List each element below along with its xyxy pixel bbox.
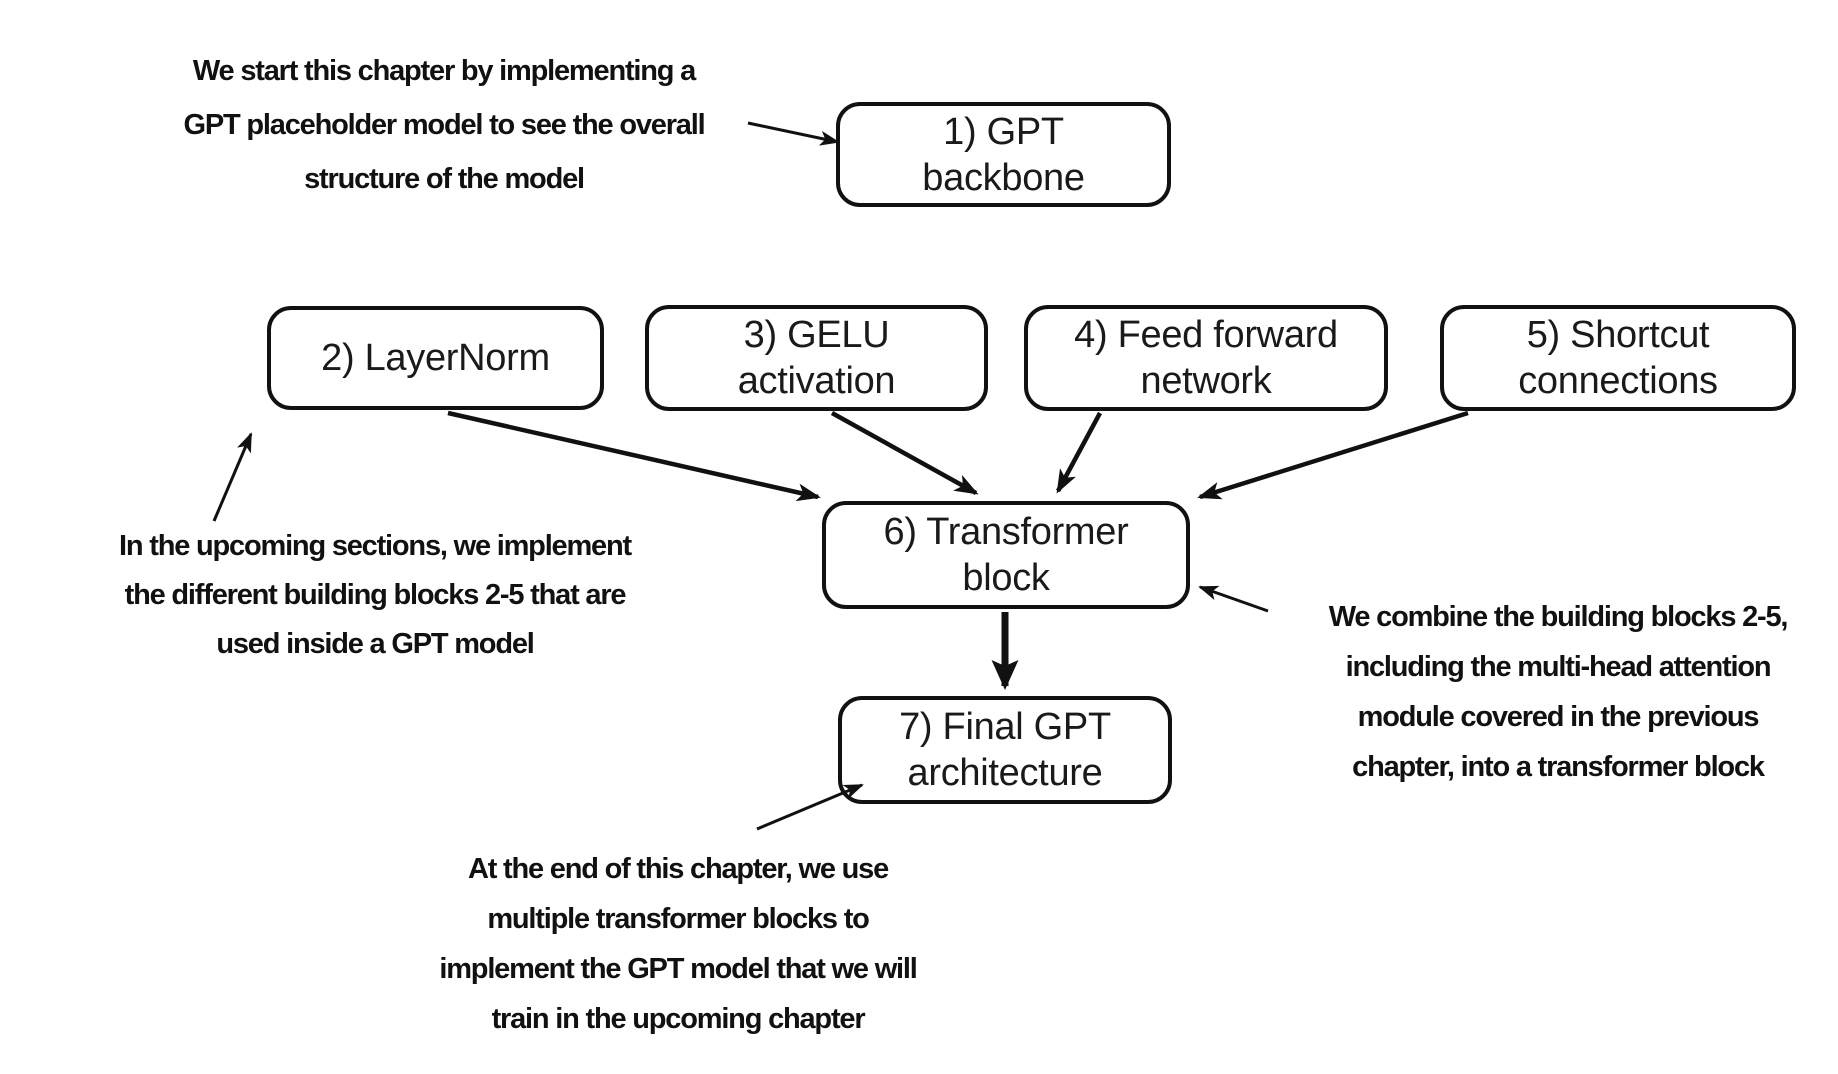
node-label-line: network — [1140, 360, 1272, 402]
node-shortcut-connections: 5) Shortcut connections — [1440, 305, 1796, 411]
arrow-note-to-layernorm — [212, 432, 253, 522]
arrow-gelu-to-transformer — [830, 411, 979, 495]
node-label-line: architecture — [907, 752, 1103, 794]
note-line: implement the GPT model that we will — [439, 953, 917, 985]
node-label-line: 4) Feed forward — [1074, 314, 1338, 356]
arrow-shortcut-to-transformer — [1197, 410, 1469, 500]
arrow-note-to-gpt-backbone — [747, 121, 840, 146]
node-final-gpt-architecture: 7) Final GPT architecture — [838, 696, 1172, 804]
arrow-ffn-to-transformer — [1056, 411, 1102, 494]
node-label-line: activation — [737, 360, 896, 402]
note-line: In the upcoming sections, we implement — [119, 530, 632, 562]
node-gelu-activation: 3) GELU activation — [645, 305, 988, 411]
note-line: We combine the building blocks 2-5, — [1328, 601, 1789, 633]
arrow-note-to-transformer — [1198, 585, 1269, 613]
node-label-line: backbone — [922, 156, 1085, 199]
node-label-line: 1) GPT — [943, 110, 1064, 153]
node-label-line: block — [962, 557, 1050, 599]
note-building-blocks-annotation: In the upcoming sections, we implement t… — [65, 522, 685, 669]
note-line: used inside a GPT model — [216, 628, 534, 660]
node-label-line: connections — [1518, 360, 1718, 402]
node-transformer-block: 6) Transformer block — [822, 501, 1190, 609]
note-line: including the multi-head attention — [1345, 651, 1772, 683]
node-label-line: 5) Shortcut — [1526, 314, 1710, 356]
node-feed-forward-network: 4) Feed forward network — [1024, 305, 1388, 411]
note-line: GPT placeholder model to see the overall — [183, 109, 706, 141]
note-line: chapter, into a transformer block — [1352, 751, 1765, 783]
note-line: multiple transformer blocks to — [487, 903, 870, 935]
note-line: At the end of this chapter, we use — [467, 853, 889, 885]
node-label-line: 3) GELU — [743, 314, 890, 356]
note-gpt-backbone-annotation: We start this chapter by implementing a … — [134, 44, 754, 206]
note-transformer-block-annotation: We combine the building blocks 2-5, incl… — [1288, 592, 1828, 792]
arrow-layernorm-to-transformer — [447, 410, 821, 502]
note-line: module covered in the previous — [1357, 701, 1760, 733]
note-line: the different building blocks 2-5 that a… — [124, 579, 627, 611]
note-line: structure of the model — [304, 163, 585, 195]
note-line: train in the upcoming chapter — [491, 1003, 866, 1035]
node-gpt-backbone: 1) GPT backbone — [836, 102, 1171, 207]
node-label-line: 7) Final GPT — [899, 706, 1111, 748]
node-label-line: 6) Transformer — [883, 511, 1129, 553]
note-final-architecture-annotation: At the end of this chapter, we use multi… — [368, 844, 988, 1044]
note-line: We start this chapter by implementing a — [192, 55, 696, 87]
node-label-line: 2) LayerNorm — [321, 337, 550, 379]
node-layernorm: 2) LayerNorm — [267, 306, 604, 410]
